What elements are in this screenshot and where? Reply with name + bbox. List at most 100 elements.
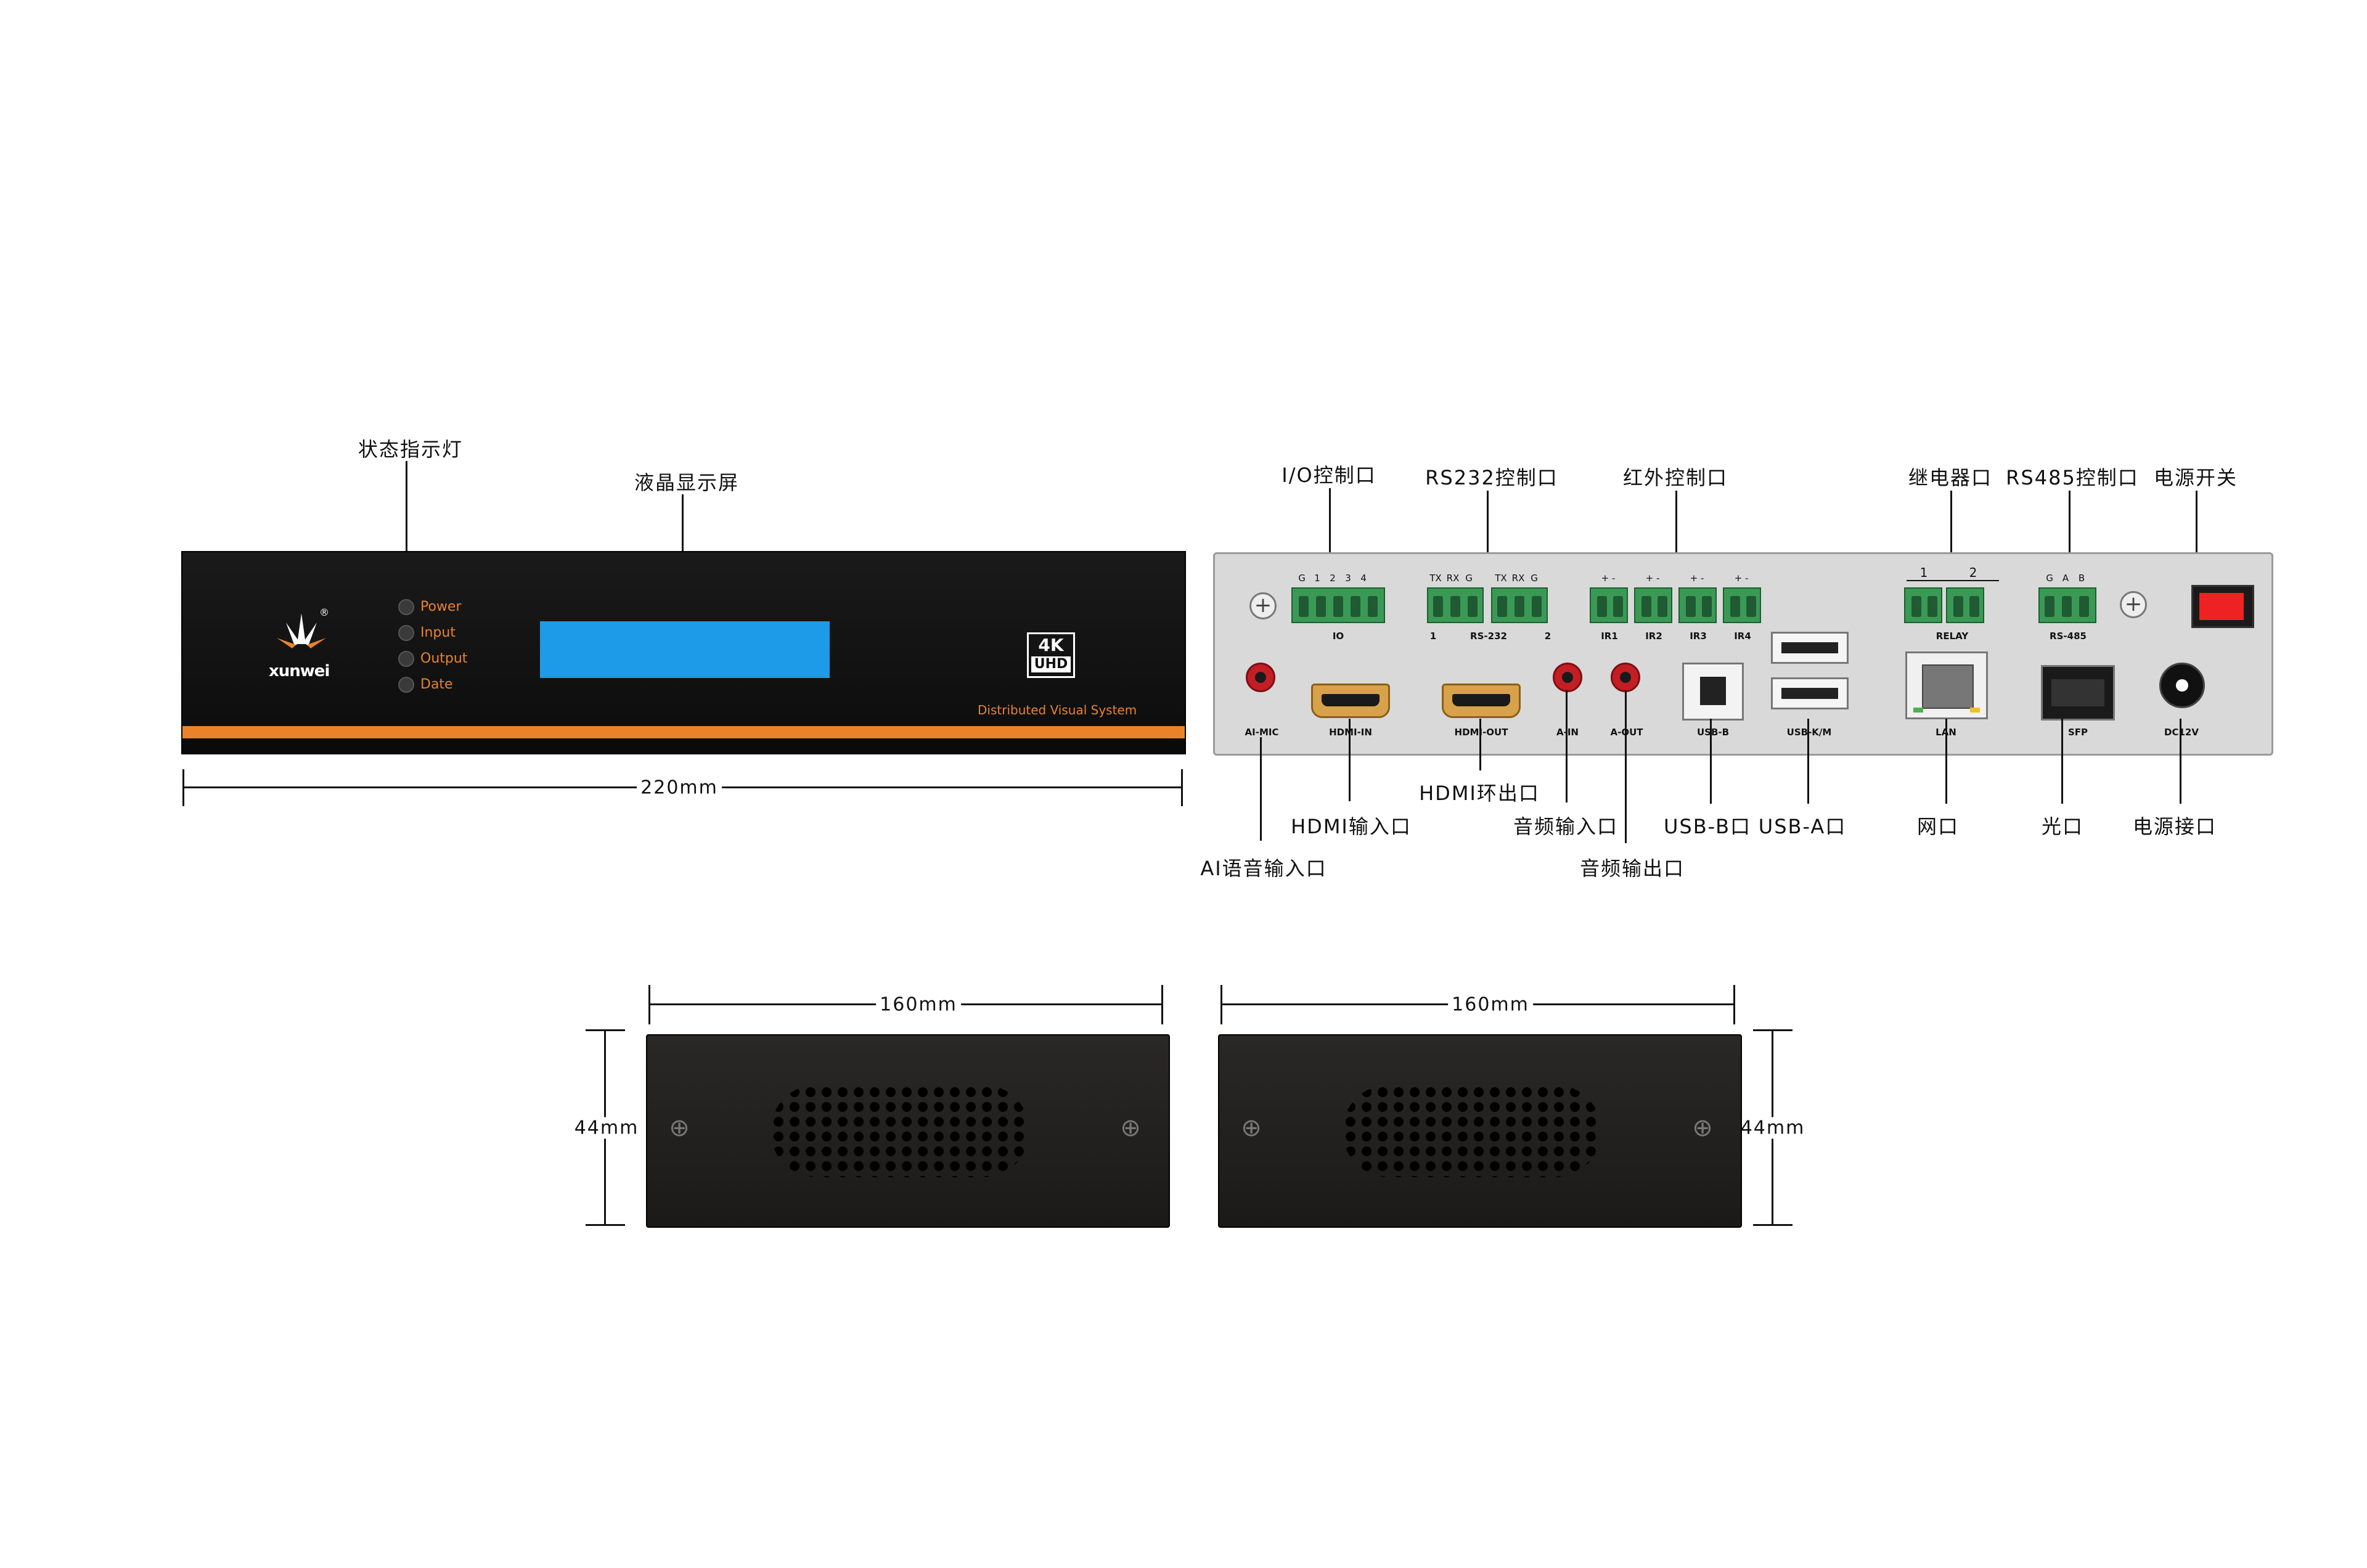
ir2-terminal	[1634, 587, 1672, 623]
rs485-pin-label: G	[2046, 573, 2053, 584]
port-label-hdmi-in: HDMI-IN	[1329, 727, 1372, 738]
callout-ir: 红外控制口	[1622, 466, 1728, 489]
leader-line	[1807, 719, 1809, 804]
leader-line	[2180, 719, 2181, 804]
screw-icon: ⊕	[1692, 1114, 1713, 1142]
registered-mark: ®	[319, 606, 329, 618]
rs485-terminal	[2038, 587, 2096, 623]
hdmi-out-port	[1442, 684, 1521, 718]
relay-label: RELAY	[1936, 631, 1969, 642]
lan-port	[1905, 651, 1988, 719]
right-side-height-label: 44mm	[1736, 1117, 1809, 1139]
leader-line	[1675, 491, 1677, 576]
rs232-label: RS-232	[1470, 631, 1507, 642]
rs232-pin-label: TX	[1495, 573, 1507, 584]
callout-rs232: RS232控制口	[1425, 466, 1558, 489]
leader-line	[1950, 491, 1952, 577]
rs232-pin-label: TX	[1429, 573, 1442, 584]
lcd-screen	[540, 621, 830, 678]
io-pin-label: 2	[1330, 573, 1336, 584]
bottom-strip	[182, 738, 1185, 754]
io-pin-label: 1	[1314, 573, 1320, 584]
rs485-pin-label: A	[2062, 573, 2069, 584]
leader-line	[1625, 690, 1627, 843]
badge-uhd: UHD	[1031, 656, 1071, 672]
leader-line	[1487, 491, 1489, 572]
rs232-terminal-1	[1427, 587, 1484, 623]
callout-lcd: 液晶显示屏	[634, 471, 740, 494]
led-label-output: Output	[420, 651, 468, 666]
left-side-width-label: 160mm	[876, 994, 961, 1016]
led-input-icon	[398, 625, 414, 641]
rs232-pin-label: G	[1465, 573, 1473, 584]
callout-status-leds: 状态指示灯	[358, 438, 464, 461]
ir1-label: IR1	[1601, 631, 1618, 642]
leader-line	[2196, 491, 2197, 577]
rs232-pin-label: RX	[1511, 573, 1525, 584]
callout-io: I/O控制口	[1282, 463, 1376, 487]
front-panel: xunwei ® Power Input Output Date 4K UHD …	[181, 551, 1186, 754]
callout-ai-mic: AI语音输入口	[1200, 857, 1327, 880]
io-terminal	[1291, 587, 1385, 623]
product-subtitle: Distributed Visual System	[978, 703, 1137, 717]
port-label-a-in: A-IN	[1556, 727, 1579, 738]
dc-power-jack	[2159, 663, 2205, 708]
io-pin-label: G	[1298, 573, 1306, 584]
hdmi-in-port	[1311, 684, 1390, 718]
rs232-terminal-2	[1491, 587, 1548, 623]
leader-line	[2061, 719, 2063, 804]
ir4-terminal	[1723, 587, 1761, 623]
relay-num-1: 1	[1919, 565, 1928, 580]
usb-b-port	[1682, 663, 1744, 721]
relay-bracket	[1907, 580, 1999, 581]
power-switch[interactable]	[2191, 585, 2254, 628]
callout-hdmi-out: HDMI环出口	[1419, 782, 1540, 805]
callout-usb-a: USB-A口	[1758, 815, 1847, 838]
orange-stripe	[182, 726, 1185, 738]
port-label-a-out: A-OUT	[1610, 727, 1643, 738]
vent-grill-icon	[1343, 1085, 1601, 1177]
vent-grill-icon	[771, 1085, 1029, 1177]
side-panel-right: ⊕ ⊕	[1218, 1034, 1742, 1228]
ir-pin-label: + -	[1601, 573, 1616, 584]
port-label-sfp: SFP	[2067, 727, 2088, 738]
leader-line	[406, 461, 407, 604]
port-label-hdmi-out: HDMI-OUT	[1454, 727, 1508, 738]
led-label-input: Input	[420, 625, 456, 640]
rs485-label: RS-485	[2050, 631, 2087, 642]
io-pin-label: 3	[1345, 573, 1351, 584]
leader-line	[1566, 690, 1568, 802]
ir-pin-label: + -	[1645, 573, 1660, 584]
ai-mic-jack	[1246, 663, 1275, 692]
screw-icon: ⊕	[669, 1114, 690, 1142]
front-width-label: 220mm	[637, 777, 722, 799]
usb-a-port-top	[1771, 632, 1849, 664]
ir3-terminal	[1678, 587, 1717, 623]
led-date-icon	[398, 677, 414, 693]
leader-line	[2069, 491, 2071, 582]
port-label-ai-mic: AI-MIC	[1245, 727, 1279, 738]
left-side-height-label: 44mm	[570, 1117, 643, 1139]
led-label-date: Date	[420, 677, 453, 692]
led-power-icon	[398, 599, 414, 615]
led-output-icon	[398, 651, 414, 667]
callout-lan: 网口	[1916, 815, 1960, 838]
port-label-usb-km: USB-K/M	[1786, 727, 1832, 738]
callout-sfp: 光口	[2041, 815, 2084, 838]
ir-pin-label: + -	[1734, 573, 1749, 584]
port-label-usb-b: USB-B	[1696, 727, 1730, 738]
relay-num-2: 2	[1969, 565, 1977, 580]
port-label-dc12v: DC12V	[2164, 727, 2199, 738]
callout-usb-b: USB-B口	[1663, 815, 1752, 838]
audio-in-jack	[1553, 663, 1582, 692]
ir2-label: IR2	[1645, 631, 1662, 642]
callout-power-switch: 电源开关	[2153, 466, 2238, 489]
rear-panel: + G 1 2 3 4 IO TX RX G TX RX G 1 RS-232 …	[1213, 552, 2273, 756]
leader-line	[1945, 719, 1947, 804]
leader-line	[1260, 737, 1262, 841]
right-side-width-label: 160mm	[1448, 994, 1533, 1016]
io-pin-label: 4	[1360, 573, 1367, 584]
ir4-label: IR4	[1734, 631, 1751, 642]
usb-a-port-bottom	[1771, 677, 1849, 709]
leader-line	[1349, 719, 1351, 801]
